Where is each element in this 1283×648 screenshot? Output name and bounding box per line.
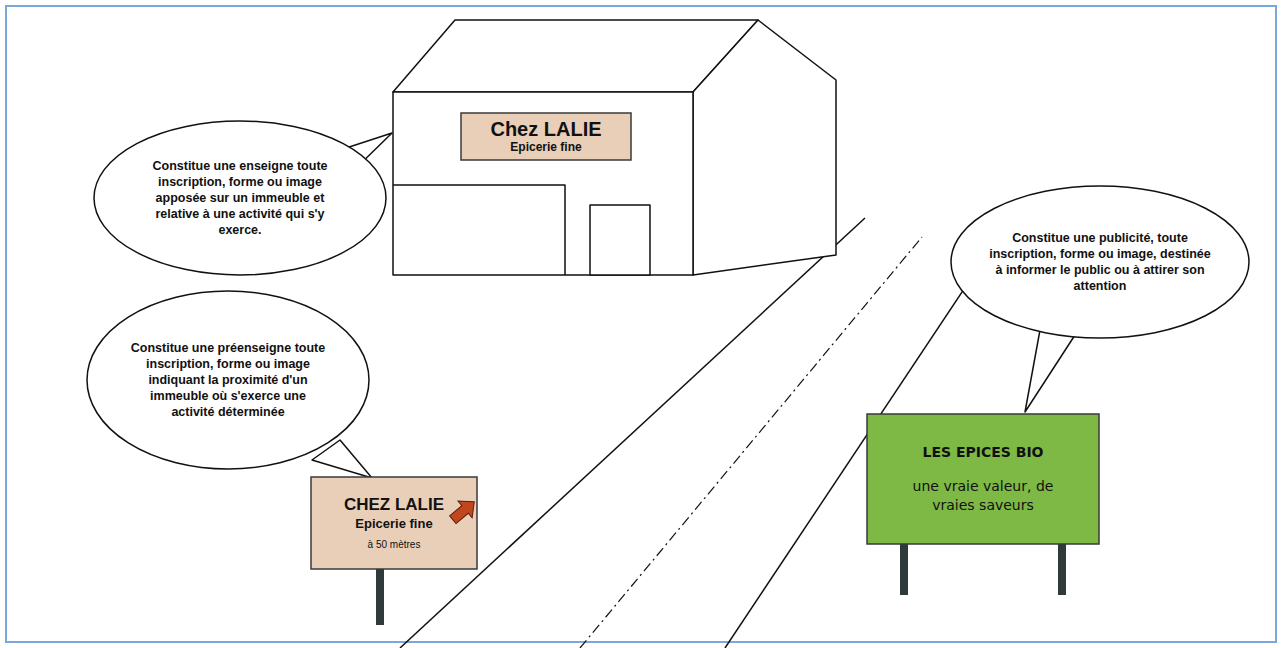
bubble-outline <box>950 185 1250 339</box>
speech-bubble: Constitue une enseigne toute inscription… <box>93 120 387 276</box>
pre-sign: CHEZ LALIEEpicerie fineà 50 mètres <box>310 476 478 570</box>
definition-text: Constitue une publicité, toute inscripti… <box>989 230 1211 294</box>
advert-slogan: une vraie valeur, de vraies saveurs <box>898 477 1068 515</box>
building <box>393 20 836 275</box>
board-rect <box>311 477 477 569</box>
speech-bubble: Constitue une préenseigne toute inscript… <box>86 290 370 470</box>
advert-title: LES EPICES BIO <box>873 443 1093 477</box>
sign-title: CHEZ LALIE <box>319 495 469 515</box>
sign-subtitle: Epicerie fine <box>466 140 626 155</box>
board-rect <box>461 113 631 160</box>
frame <box>6 6 1276 642</box>
sign-post <box>900 543 908 595</box>
distance-text: à 50 mètres <box>319 538 469 551</box>
definition-text: Constitue une enseigne toute inscription… <box>136 158 344 238</box>
bubble-ellipse <box>87 291 369 469</box>
sign-post <box>1058 543 1066 595</box>
bubble-ellipse <box>94 121 386 275</box>
sign-post <box>376 568 384 625</box>
advert-sign: LES EPICES BIOune vraie valeur, de vraie… <box>866 413 1100 545</box>
board-rect <box>867 414 1099 544</box>
sign-subtitle: Epicerie fine <box>319 515 469 538</box>
sign-title: Chez LALIE <box>466 118 626 140</box>
road-edge <box>400 218 865 648</box>
bubble-ellipse <box>951 186 1249 338</box>
definition-text: Constitue une préenseigne toute inscript… <box>128 340 328 420</box>
building-sign: Chez LALIEEpicerie fine <box>460 112 632 161</box>
speech-bubble: Constitue une publicité, toute inscripti… <box>950 185 1250 339</box>
